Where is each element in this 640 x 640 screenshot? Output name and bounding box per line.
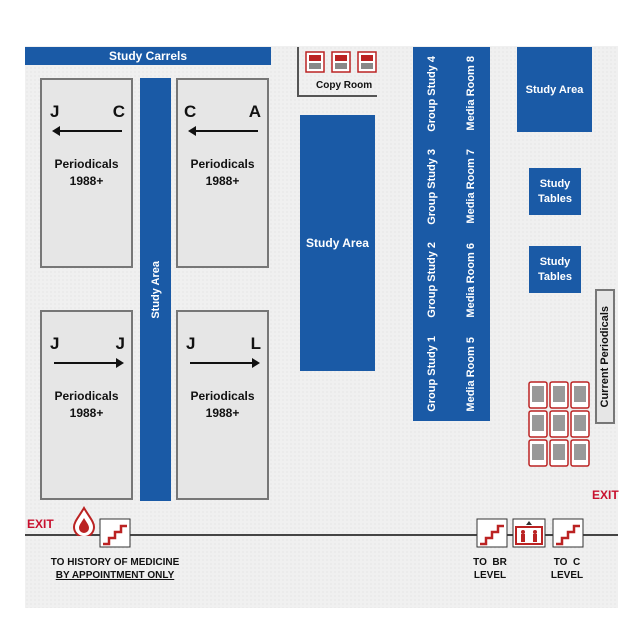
study-area-center[interactable]: Study Area	[300, 115, 375, 371]
history-line-2: BY APPOINTMENT ONLY	[55, 570, 175, 581]
media-room-5[interactable]: Media Room 5	[452, 327, 490, 421]
shelf-start-letter: J	[50, 102, 60, 121]
group-study-3[interactable]: Group Study 3	[413, 140, 451, 233]
copy-room[interactable]: Copy Room	[297, 47, 377, 97]
study-area-left[interactable]: Study Area	[140, 78, 171, 501]
stairs-icon[interactable]	[476, 518, 508, 548]
shelf-end-letter: A	[248, 102, 261, 121]
shelf-years: 1988+	[69, 174, 104, 188]
study-carrels[interactable]: Study Carrels	[25, 47, 271, 65]
study-tables-2-label: Study Tables	[537, 255, 573, 283]
media-room-8[interactable]: Media Room 8	[452, 47, 490, 140]
study-tables-2[interactable]: Study Tables	[529, 246, 581, 293]
br-line-2: LEVEL	[473, 570, 507, 581]
south-wall	[25, 534, 618, 536]
group-study-4-label: Group Study 4	[426, 55, 438, 132]
shelf-end-letter: J	[115, 334, 125, 353]
copier-icon	[357, 51, 377, 73]
media-room-5-label: Media Room 5	[465, 336, 477, 412]
stairs-icon[interactable]	[552, 518, 584, 548]
history-of-medicine-label: TO HISTORY OF MEDICINE BY APPOINTMENT ON…	[40, 556, 190, 582]
media-room-6-label: Media Room 6	[465, 242, 477, 318]
copier-icon	[305, 51, 325, 73]
arrow-right-icon	[190, 358, 260, 368]
media-room-6[interactable]: Media Room 6	[452, 233, 490, 327]
blood-drop-icon	[72, 506, 96, 536]
current-periodicals[interactable]: Current Periodicals	[595, 289, 615, 424]
periodicals-shelf-c-a[interactable]: C A Periodicals 1988+	[176, 78, 269, 268]
arrow-left-icon	[188, 126, 258, 136]
media-room-7[interactable]: Media Room 7	[452, 140, 490, 233]
shelf-title: Periodicals	[190, 157, 255, 171]
exit-right[interactable]: EXIT	[592, 488, 619, 502]
current-periodicals-label: Current Periodicals	[599, 305, 611, 408]
to-br-level-label: TO BR LEVEL	[465, 556, 515, 582]
shelf-years: 1988+	[205, 406, 240, 420]
shelf-title: Periodicals	[190, 389, 255, 403]
shelf-end-letter: L	[250, 334, 261, 353]
group-study-1[interactable]: Group Study 1	[413, 327, 451, 421]
shelf-start-letter: J	[50, 334, 60, 353]
study-carrels-label: Study Carrels	[108, 49, 188, 63]
group-study-2[interactable]: Group Study 2	[413, 233, 451, 327]
group-study-3-label: Group Study 3	[426, 148, 438, 225]
stairs-icon[interactable]	[99, 518, 131, 548]
copier-icon	[331, 51, 351, 73]
shelf-end-letter: C	[112, 102, 125, 121]
arrow-right-icon	[54, 358, 124, 368]
c-line-1: TO C	[553, 557, 581, 568]
media-room-8-label: Media Room 8	[465, 56, 477, 131]
periodicals-shelf-j-c[interactable]: J C Periodicals 1988+	[40, 78, 133, 268]
study-tables-1[interactable]: Study Tables	[529, 168, 581, 215]
study-area-right-label: Study Area	[525, 83, 584, 96]
exit-left[interactable]: EXIT	[27, 517, 54, 531]
periodicals-shelf-j-l[interactable]: J L Periodicals 1988+	[176, 310, 269, 500]
shelf-title: Periodicals	[54, 389, 119, 403]
arrow-left-icon	[52, 126, 122, 136]
study-area-center-label: Study Area	[306, 236, 369, 250]
to-c-level-label: TO C LEVEL	[542, 556, 592, 582]
shelf-start-letter: J	[186, 334, 196, 353]
shelf-years: 1988+	[69, 406, 104, 420]
c-line-2: LEVEL	[550, 570, 584, 581]
study-area-right[interactable]: Study Area	[517, 47, 592, 132]
media-room-7-label: Media Room 7	[465, 149, 477, 224]
mobile-phone-icon-grid	[528, 381, 590, 467]
study-tables-1-label: Study Tables	[537, 177, 573, 205]
group-study-2-label: Group Study 2	[426, 242, 438, 318]
group-media-rooms	[413, 47, 490, 421]
group-study-4[interactable]: Group Study 4	[413, 47, 451, 140]
study-area-left-label: Study Area	[149, 260, 162, 319]
group-study-1-label: Group Study 1	[426, 336, 438, 412]
br-line-1: TO BR	[473, 557, 507, 568]
periodicals-shelf-j-j[interactable]: J J Periodicals 1988+	[40, 310, 133, 500]
elevator-icon[interactable]	[512, 518, 546, 548]
copy-room-label: Copy Room	[316, 80, 373, 91]
shelf-title: Periodicals	[54, 157, 119, 171]
shelf-years: 1988+	[205, 174, 240, 188]
shelf-start-letter: C	[184, 102, 197, 121]
history-line-1: TO HISTORY OF MEDICINE	[50, 557, 180, 568]
